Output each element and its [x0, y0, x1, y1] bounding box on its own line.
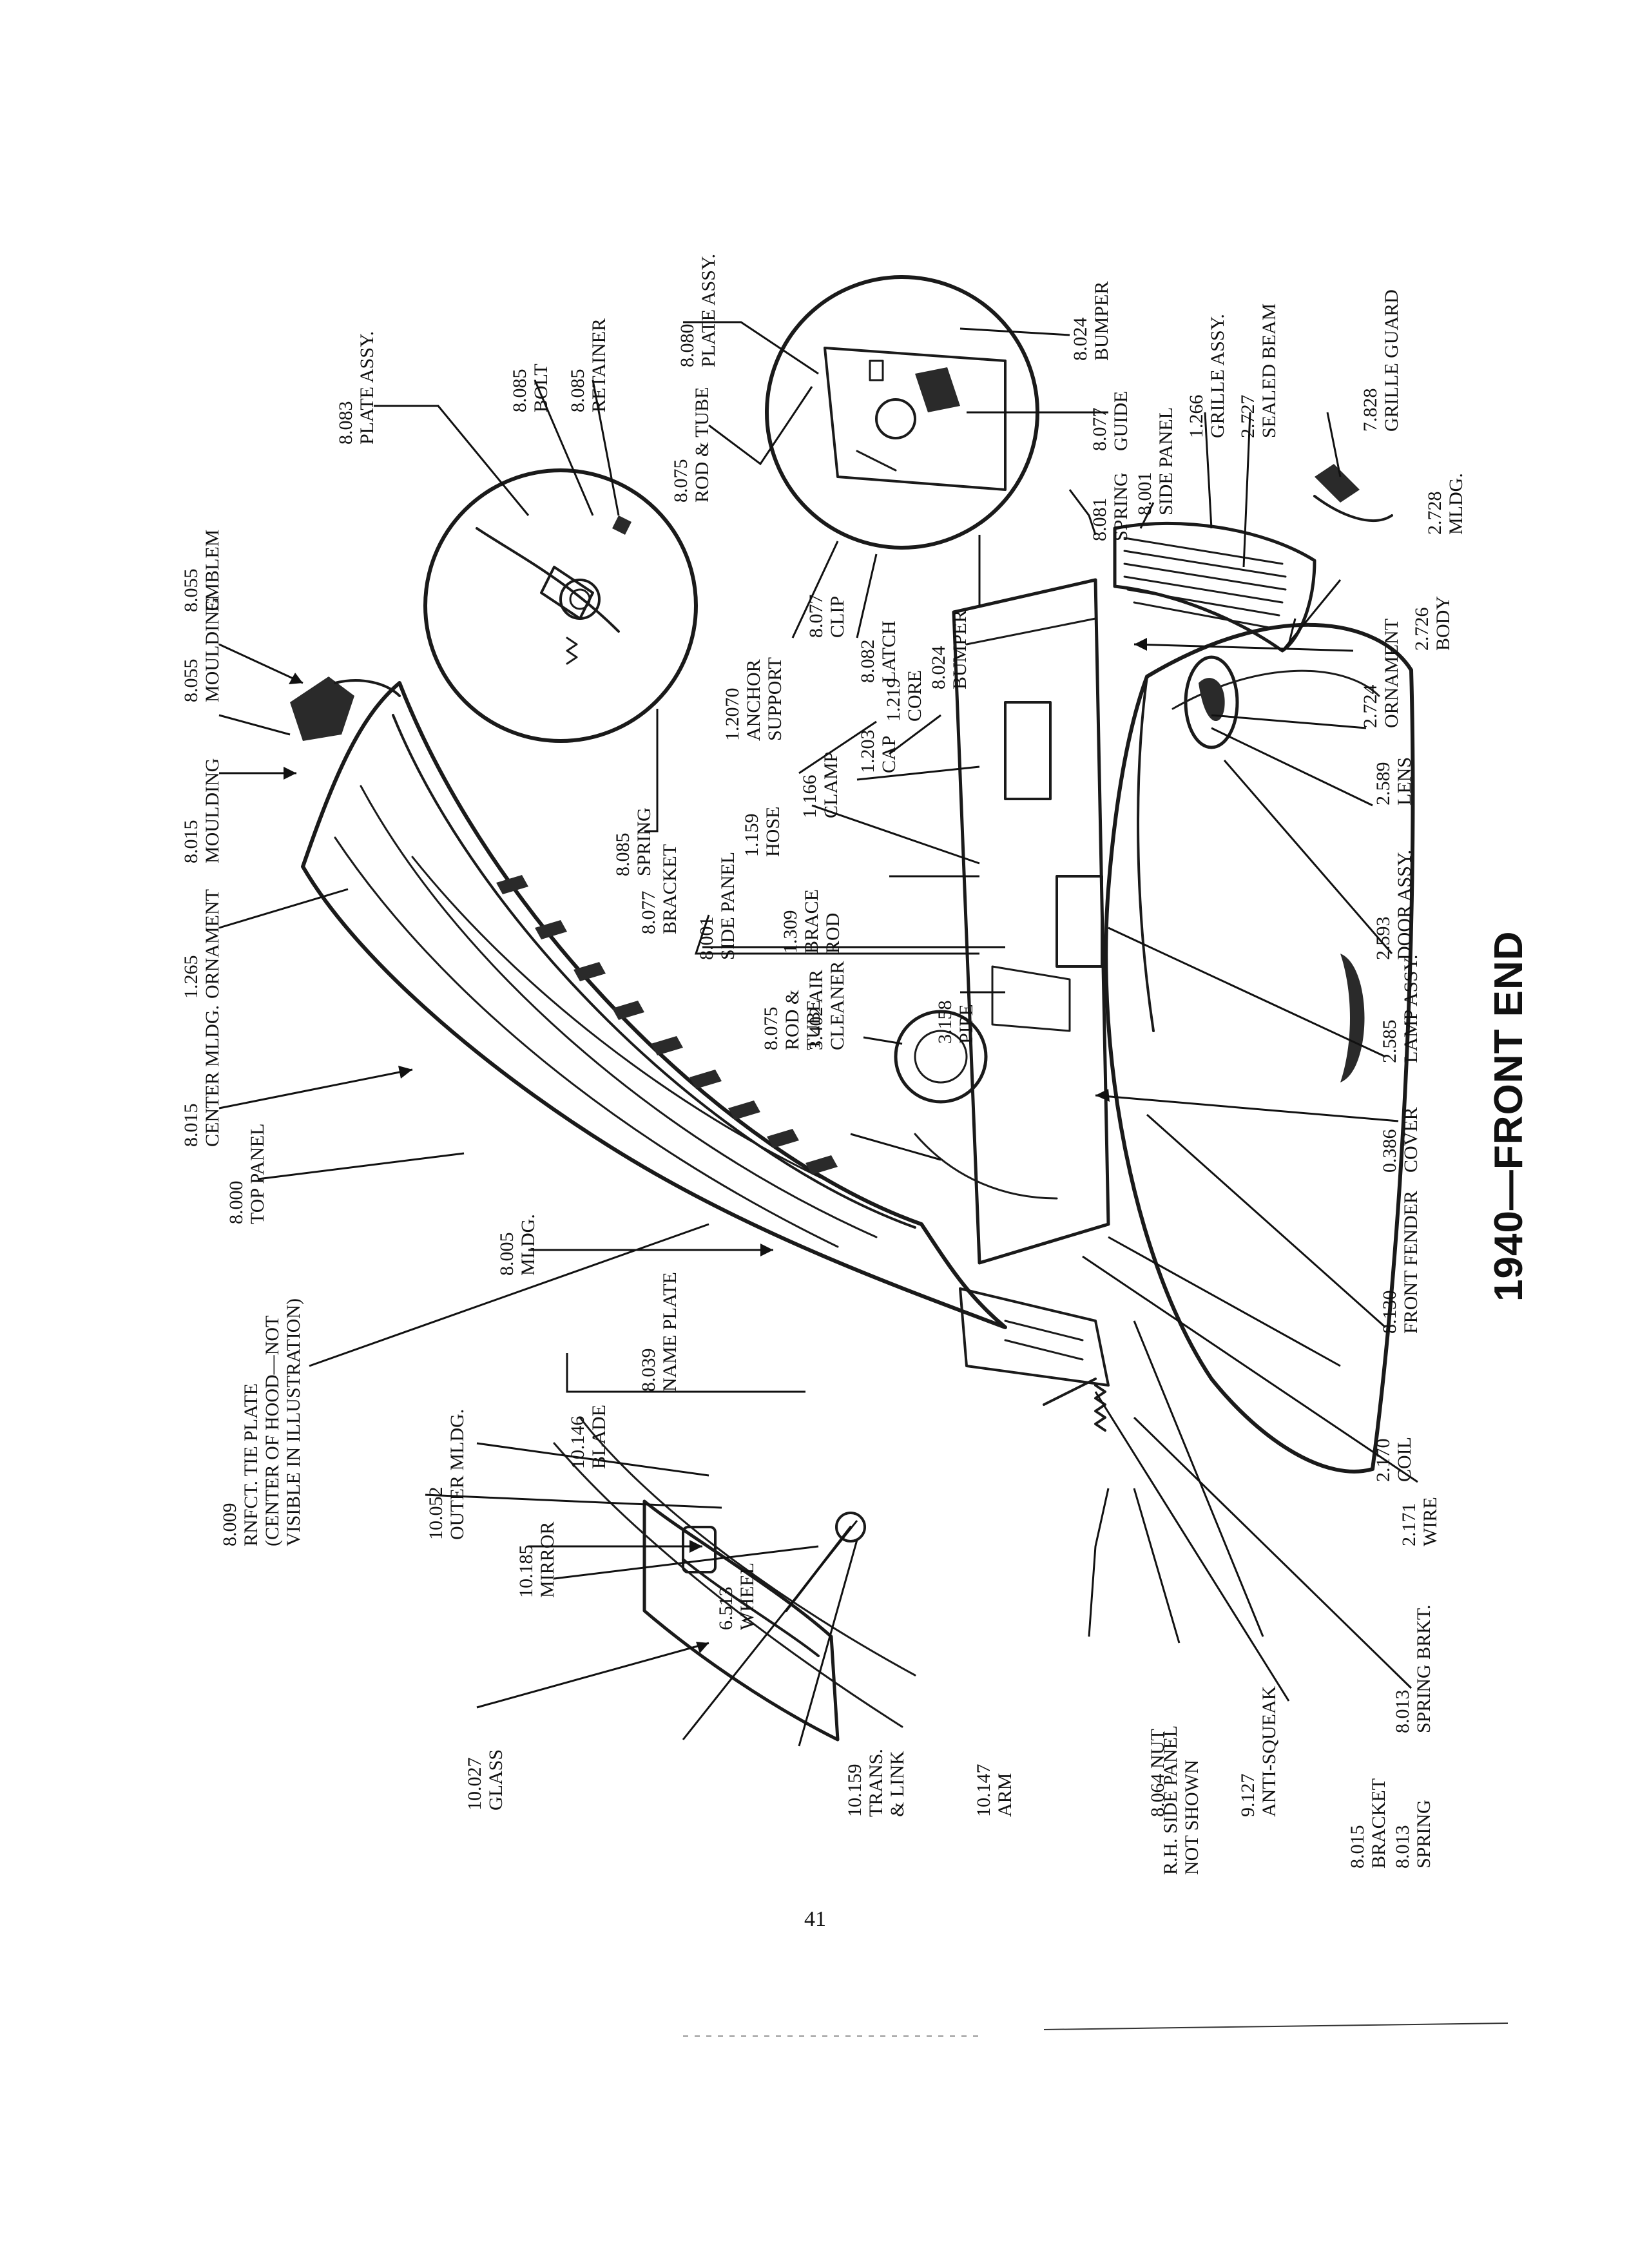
label-8-015-center-mldg: 8.015 CENTER MLDG.: [180, 1005, 223, 1147]
label-8-005-mldg: 8.005 MLDG.: [496, 1214, 539, 1276]
label-8-024-bumper-lower: 8.024 BUMPER: [928, 610, 970, 689]
label-8-081-spring: 8.081 SPRING: [1089, 472, 1132, 541]
label-10-146-blade: 10.146 BLADE: [567, 1405, 610, 1469]
label-2-593-door-assy: 2.593 DOOR ASSY.: [1373, 849, 1415, 960]
label-2-726-body: 2.726 BODY: [1411, 595, 1454, 651]
front-fender-illustration: [1104, 622, 1415, 1474]
label-8-013-spring: 8.013 SPRING: [1392, 1800, 1434, 1869]
label-8-080-plate-assy: 8.080 PLATE ASSY.: [677, 253, 719, 367]
label-8-085-bolt: 8.085 BOLT: [509, 363, 552, 412]
label-8-013-spring-brkt: 8.013 SPRING BRKT.: [1392, 1604, 1434, 1733]
label-8-024-bumper-top: 8.024 BUMPER: [1070, 281, 1112, 361]
label-1-309-brace-rod: 1.309 BRACE ROD: [780, 889, 843, 954]
label-2-727-sealed-beam: 2.727 SEALED BEAM: [1237, 303, 1280, 438]
inset-hood-latch: [423, 468, 698, 743]
label-10-027-glass: 10.027 GLASS: [464, 1749, 506, 1811]
label-8-039-name-plate: 8.039 NAME PLATE: [638, 1272, 680, 1392]
label-10-185-mirror: 10.185 MIRROR: [516, 1521, 558, 1598]
label-9-127-anti-squeak: 9.127 ANTI-SQUEAK: [1237, 1686, 1280, 1817]
label-8-015-moulding: 8.015 MOULDING: [180, 758, 223, 863]
label-6-513-wheel: 6.513 WHEEL: [715, 1562, 758, 1630]
label-10-159-trans-link: 10.159 TRANS. & LINK: [844, 1749, 908, 1817]
label-1-265-ornament: 1.265 ORNAMENT: [180, 889, 223, 999]
figure-title: 1940—FRONT END: [1487, 930, 1531, 1302]
label-10-052-outer-mldg: 10.052 OUTER MLDG.: [425, 1408, 468, 1540]
label-2-728-mldg: 2.728 MLDG.: [1424, 473, 1467, 535]
hood-illustration: [290, 677, 1007, 1329]
label-1-266-grille-assy: 1.266 GRILLE ASSY.: [1186, 314, 1228, 438]
engine-compartment-illustration: [894, 578, 1110, 1432]
label-10-147-arm: 10.147 ARM: [973, 1763, 1016, 1818]
footer-rules: [683, 2023, 1509, 2037]
label-8-001-side-panel-top: 8.001 SIDE PANEL: [1134, 407, 1177, 515]
label-8-077-bracket: 8.077 BRACKET: [638, 843, 680, 934]
arrowheads: [284, 638, 1147, 1653]
label-2-171-wire: 2.171 WIRE: [1398, 1497, 1441, 1546]
label-1-2070-anchor-support: 1.2070 ANCHOR SUPPORT: [722, 657, 786, 741]
label-8-083-plate-assy: 8.083 PLATE ASSY.: [335, 331, 378, 445]
label-2-589-lens: 2.589 LENS: [1373, 757, 1415, 805]
label-8-077-guide: 8.077 GUIDE: [1089, 390, 1132, 451]
label-2-724-ornament: 2.724 ORNAMENT: [1360, 619, 1402, 728]
label-1-166-clamp: 1.166 CLAMP: [799, 751, 842, 818]
label-2-170-coil: 2.170 COIL: [1373, 1437, 1415, 1482]
label-rh-side-panel-not-shown: R.H. SIDE PANEL NOT SHOWN: [1160, 1725, 1202, 1875]
leader-lines: [218, 321, 1418, 1747]
label-8-075-rod-tube-lower: 8.075 ROD & TUBE: [760, 989, 824, 1050]
label-8-009-rnfct-tie-plate: 8.009 RNFCT. TIE PLATE (CENTER OF HOOD—N…: [219, 1298, 304, 1546]
label-8-085-retainer: 8.085 RETAINER: [567, 318, 610, 412]
label-7-828-grille-guard: 7.828 GRILLE GUARD: [1360, 289, 1402, 432]
label-8-001-side-panel-mid: 8.001 SIDE PANEL: [696, 851, 738, 960]
label-0-386-cover: 0.386 COVER: [1379, 1107, 1422, 1173]
label-8-055-moulding: 8.055 MOULDING: [180, 597, 223, 702]
label-2-585-lamp-assy: 2.585 LAMP ASSY.: [1379, 954, 1422, 1063]
label-8-000-top-panel: 8.000 TOP PANEL: [226, 1123, 268, 1224]
label-8-130-front-fender: 8.130 FRONT FENDER: [1379, 1191, 1422, 1334]
label-8-015-bracket: 8.015 BRACKET: [1347, 1778, 1389, 1869]
grille-illustration: [1113, 464, 1393, 653]
label-8-077-clip: 8.077 CLIP: [805, 594, 848, 639]
label-1-203-cap: 1.203 CAP: [857, 729, 900, 774]
page-number: 41: [804, 1907, 826, 1931]
label-3-158-pipe: 3.158 PIPE: [934, 1000, 977, 1044]
label-8-075-rod-tube: 8.075 ROD & TUBE: [670, 387, 713, 503]
label-1-219-core: 1.219 CORE: [883, 669, 925, 722]
label-1-159-hose: 1.159 HOSE: [741, 806, 784, 857]
